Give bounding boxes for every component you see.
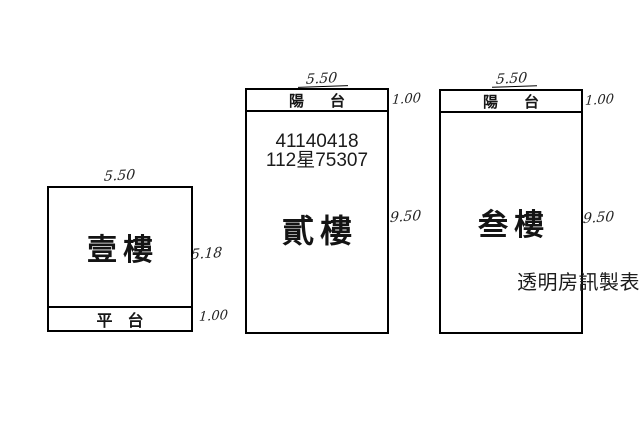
registration-line-2: 112星75307: [265, 150, 369, 171]
dim-third-floor-width: 5.50: [439, 70, 585, 88]
platform-label: 平台: [96, 311, 159, 330]
credit-text: 透明房訊製表: [517, 272, 640, 294]
third-floor-label-wrap: 叁樓: [441, 200, 581, 244]
balcony-band-second-floor: 陽台: [247, 90, 387, 112]
dim-third-floor-height: 9.50: [582, 208, 615, 228]
balcony-label-second-floor: 陽台: [288, 91, 371, 110]
dim-balcony-height-third-floor: 1.00: [584, 91, 615, 110]
dim-balcony-height-second-floor: 1.00: [391, 90, 422, 109]
platform-band: 平台: [49, 306, 191, 330]
third-floor-outline: 陽台 叁樓: [439, 89, 583, 334]
second-floor-label: 貳樓: [281, 212, 358, 250]
balcony-band-third-floor: 陽台: [441, 91, 581, 113]
dim-first-floor-width-value: 5.50: [103, 167, 137, 185]
dim-second-floor-height: 9.50: [389, 207, 422, 227]
dim-first-floor-width: 5.50: [47, 167, 193, 185]
third-floor-label: 叁樓: [478, 208, 550, 243]
first-floor-label: 壹樓: [87, 233, 159, 268]
dim-first-floor-height: 5.18: [190, 244, 223, 264]
first-floor-outline: 壹樓 平台: [47, 186, 193, 332]
registration-number-block: 41140418 112星75307: [241, 132, 393, 170]
first-floor-room: 壹樓: [49, 188, 191, 306]
second-floor-outline: 陽台 41140418 112星75307 貳樓: [245, 88, 389, 334]
registration-line-1: 41140418: [275, 131, 359, 152]
balcony-label-third-floor: 陽台: [482, 92, 565, 111]
second-floor-label-wrap: 貳樓: [247, 206, 387, 252]
dim-platform-height: 1.00: [198, 307, 229, 326]
dim-second-floor-width: 5.50: [249, 70, 395, 88]
